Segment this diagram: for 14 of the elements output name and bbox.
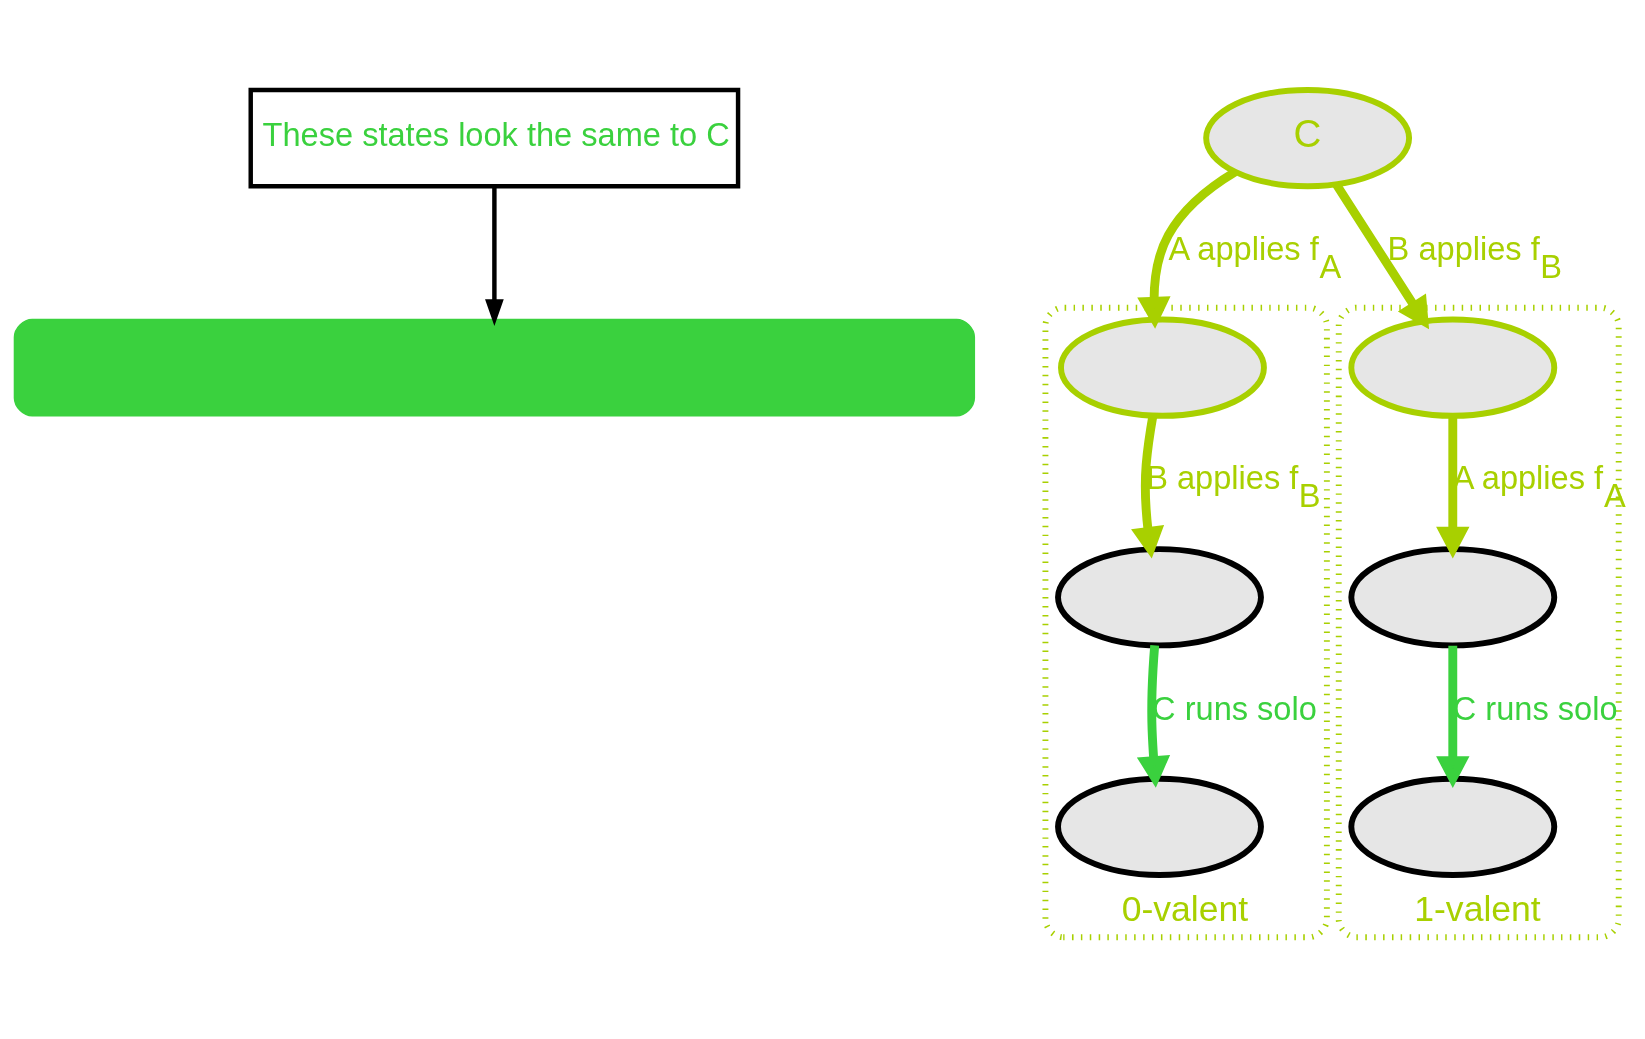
node-bar	[13, 318, 976, 417]
arrow	[485, 186, 504, 326]
arrow	[1436, 416, 1470, 559]
node-ellipse	[1348, 316, 1558, 419]
arrow	[1137, 168, 1238, 329]
node-ellipse	[1058, 316, 1267, 419]
node-ellipse	[1348, 775, 1558, 878]
node-ellipse	[1055, 546, 1264, 649]
node-ellipse: C	[1203, 86, 1413, 190]
arrow	[1436, 645, 1470, 789]
node-ellipse	[1055, 775, 1264, 878]
node-box: These states look the same to C	[248, 87, 741, 189]
node-ellipse	[1348, 546, 1558, 649]
arrow	[1136, 645, 1171, 788]
